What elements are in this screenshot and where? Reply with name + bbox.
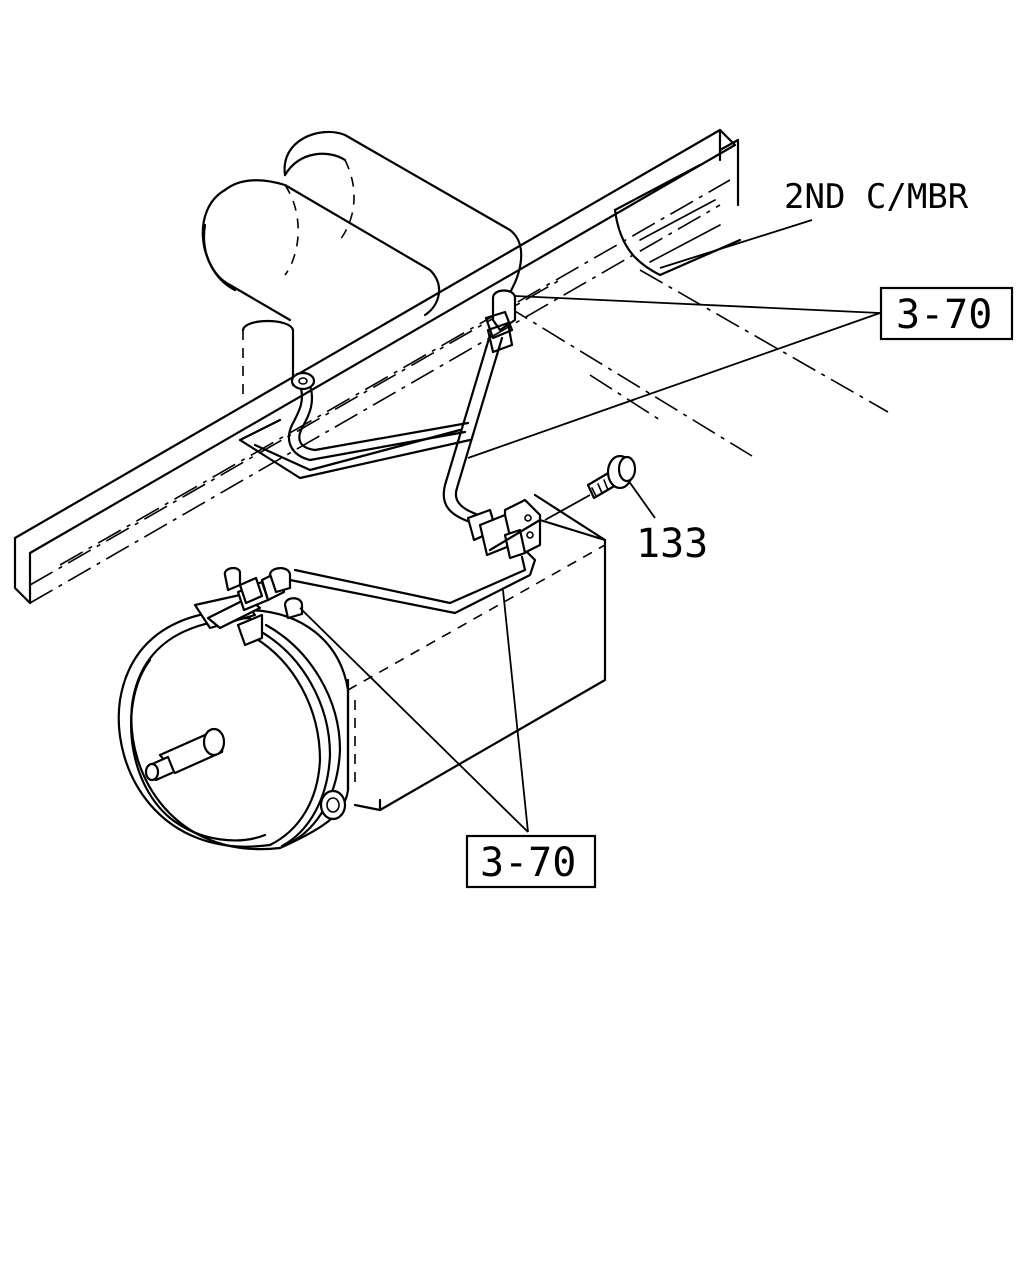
three-way-connector (466, 498, 542, 560)
frame-rail (13, 128, 737, 605)
cross-member-label: 2ND C/MBR (784, 177, 969, 217)
air-tank-front (201, 179, 441, 322)
ref-bottom-label: 3-70 (480, 840, 576, 886)
brake-pipe (287, 333, 537, 615)
air-tank-rear (283, 130, 523, 302)
top-elbow-fitting (484, 289, 517, 354)
rail-bracket (238, 418, 472, 480)
brake-booster (117, 566, 350, 851)
leader-lines (299, 219, 881, 833)
tank-body (346, 493, 607, 812)
rail-fitting (290, 371, 316, 391)
ref-box-bottom: 3-70 (465, 834, 597, 889)
part-number-133: 133 (636, 521, 708, 567)
ref-top-label: 3-70 (896, 292, 992, 338)
cross-member (504, 138, 889, 457)
ref-box-top: 3-70 (879, 286, 1014, 341)
bolt-133 (544, 454, 656, 521)
vertical-cylinder (241, 320, 295, 400)
